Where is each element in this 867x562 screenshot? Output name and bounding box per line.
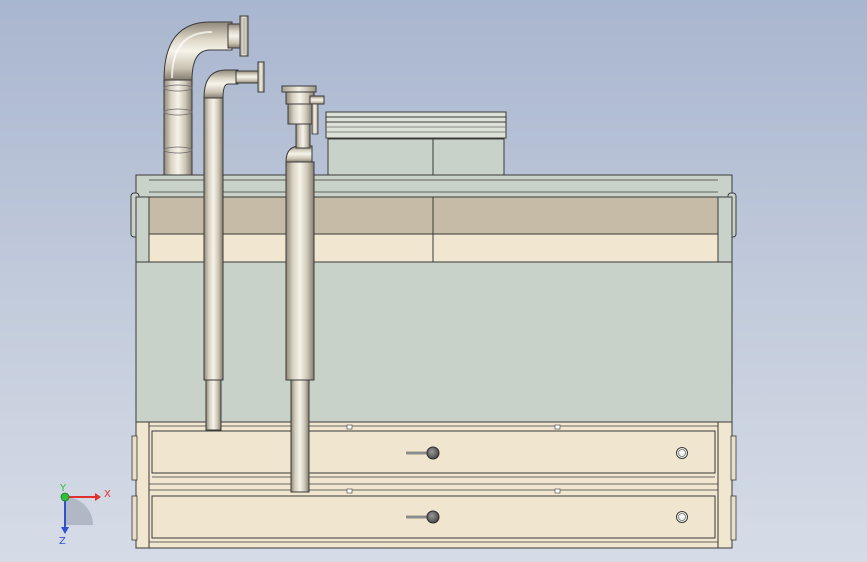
right-side-tab (730, 495, 737, 541)
pipe-stub (227, 23, 241, 49)
latch-pin (554, 488, 561, 494)
pipe-joint (163, 84, 193, 92)
lower-drawer[interactable] (151, 488, 716, 539)
x-axis-head (95, 493, 101, 501)
z-axis-head (61, 527, 69, 534)
left-side-tab (131, 495, 138, 541)
circle-indicator-inner (678, 449, 686, 457)
top-unit (325, 111, 507, 176)
left-frame-upper (135, 196, 150, 263)
pipe-joint (163, 108, 193, 116)
coordinate-triad: X Y Z (59, 483, 111, 547)
knob[interactable] (426, 510, 440, 524)
x-axis-label: X (104, 489, 111, 500)
top-unit-lid (325, 111, 507, 139)
pipe-thin (203, 61, 265, 431)
pipe-tall (281, 85, 325, 493)
circle-indicator-inner (678, 513, 686, 521)
cabinet-top-rail (135, 174, 733, 198)
main-green-panel (135, 261, 733, 423)
y-axis-dot (60, 492, 70, 502)
tall-pipe-sleeve (285, 161, 315, 381)
thin-pipe-elbow (203, 69, 239, 99)
thin-flange (257, 61, 265, 93)
z-axis-label: Z (59, 536, 66, 547)
tall-pipe-lower (290, 379, 310, 493)
left-side-tab (131, 435, 138, 481)
knob[interactable] (426, 446, 440, 460)
right-side-tab (730, 435, 737, 481)
top-unit-body (327, 138, 505, 176)
thin-pipe-sleeve (203, 97, 224, 381)
thin-pipe-lower (205, 379, 222, 431)
elbow-highlight (171, 31, 213, 79)
pipe-joint (163, 146, 193, 154)
triad-shadow (65, 497, 93, 525)
latch-pin (346, 424, 353, 430)
pipe-riser (163, 79, 193, 176)
upper-drawer[interactable] (151, 424, 716, 478)
y-axis-label: Y (59, 483, 67, 494)
thin-pipe-run (235, 70, 259, 84)
side-fitting (309, 95, 325, 105)
latch-pin (346, 488, 353, 494)
latch-pin (554, 424, 561, 430)
right-frame-upper (717, 196, 733, 263)
side-fitting-stem (311, 103, 319, 135)
tall-pipe-cap (281, 85, 317, 93)
tall-pipe-collar (287, 103, 313, 125)
pipe-large-elbow (163, 15, 249, 176)
pipe-elbow (163, 21, 233, 81)
